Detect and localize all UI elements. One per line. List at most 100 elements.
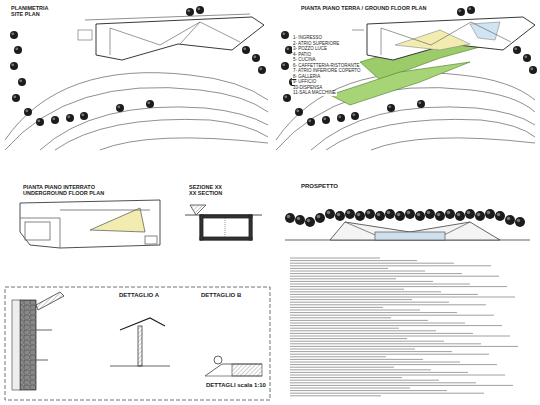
tree [475, 211, 485, 221]
note-line [290, 367, 394, 368]
tree [385, 209, 395, 219]
tree [417, 100, 425, 108]
room-legend-item: 11-SALA MACCHINE [292, 91, 337, 96]
tree [425, 209, 435, 219]
note-line [290, 385, 513, 386]
notes-text-lines [290, 258, 518, 396]
tree-highlight [317, 215, 321, 219]
tree-highlight [307, 219, 311, 223]
tree-highlight [147, 101, 150, 104]
note-line [290, 336, 510, 337]
tree [405, 209, 415, 219]
panel-subtitle: SITE PLAN [10, 11, 41, 17]
tree-highlight [387, 211, 391, 215]
tree-highlight [357, 213, 361, 217]
note-line [290, 297, 515, 298]
tree [435, 211, 445, 221]
tree [529, 66, 537, 74]
note-line [290, 325, 502, 326]
tree-highlight [514, 47, 517, 50]
note-line [290, 310, 420, 311]
tree-highlight [427, 211, 431, 215]
note-line [290, 362, 460, 363]
note-line [290, 382, 476, 383]
tree [80, 112, 88, 120]
tree [10, 31, 18, 39]
note-line [290, 372, 468, 373]
note-line [290, 258, 380, 259]
tree-highlight [117, 105, 120, 108]
room-legend-item: 3- POZZO LUCE [292, 47, 328, 52]
panel-subtitle: UNDERGROUND FLOOR PLAN [22, 190, 105, 196]
note-line [290, 364, 497, 365]
tree [455, 211, 465, 221]
tree [307, 118, 315, 126]
tree-highlight [417, 213, 421, 217]
tree [305, 217, 315, 227]
note-line [290, 315, 494, 316]
tree-highlight [347, 211, 351, 215]
note-line [290, 273, 462, 274]
tree [335, 211, 345, 221]
note-line [290, 260, 417, 261]
room-legend-item: 1- INGRESSO [292, 36, 323, 41]
tree-highlight [287, 215, 291, 219]
note-line [290, 388, 410, 389]
tree-highlight [19, 79, 22, 82]
tree-highlight [296, 109, 299, 112]
tree-highlight [297, 217, 301, 221]
tree [252, 54, 260, 62]
tree [505, 215, 515, 225]
note-line [290, 328, 399, 329]
trees [10, 6, 537, 227]
note-line [290, 393, 484, 394]
tree [196, 6, 204, 14]
tree-highlight [282, 63, 285, 66]
tree [395, 211, 405, 221]
detail-title: DETTAGLIO A [118, 292, 160, 299]
tree [415, 211, 425, 221]
site-plan [5, 14, 268, 150]
note-line [290, 289, 404, 290]
tree [465, 209, 475, 219]
note-line [290, 278, 396, 279]
tree-highlight [187, 9, 190, 12]
tree [351, 112, 359, 120]
note-line [290, 276, 499, 277]
note-line [290, 349, 415, 350]
tree-highlight [11, 63, 14, 66]
tree-highlight [418, 101, 421, 104]
tree-highlight [15, 47, 18, 50]
note-line [290, 294, 478, 295]
tree-highlight [437, 213, 441, 217]
tree-highlight [81, 113, 84, 116]
tree [485, 209, 495, 219]
note-line [290, 323, 465, 324]
tree-highlight [457, 213, 461, 217]
tree [283, 94, 291, 102]
tree [445, 209, 455, 219]
note-line [290, 299, 412, 300]
details [5, 287, 270, 400]
tree [322, 116, 330, 124]
note-line [290, 356, 386, 357]
tree [51, 116, 59, 124]
tree [295, 108, 303, 116]
tree-highlight [338, 115, 341, 118]
room-legend-item: 8- GALLERIA [292, 75, 321, 80]
room-legend-item: 7- ATRIO INFERIORE COPERTO [292, 69, 362, 74]
tree-highlight [25, 109, 28, 112]
tree-highlight [407, 211, 411, 215]
tree-highlight [447, 211, 451, 215]
tree [242, 46, 250, 54]
tree [325, 209, 335, 219]
note-line [290, 343, 481, 344]
tree-highlight [11, 32, 14, 35]
note-line [290, 375, 505, 376]
note-line [290, 304, 486, 305]
tree [10, 62, 18, 70]
note-line [290, 351, 452, 352]
tree-highlight [284, 95, 287, 98]
tree-highlight [352, 113, 355, 116]
